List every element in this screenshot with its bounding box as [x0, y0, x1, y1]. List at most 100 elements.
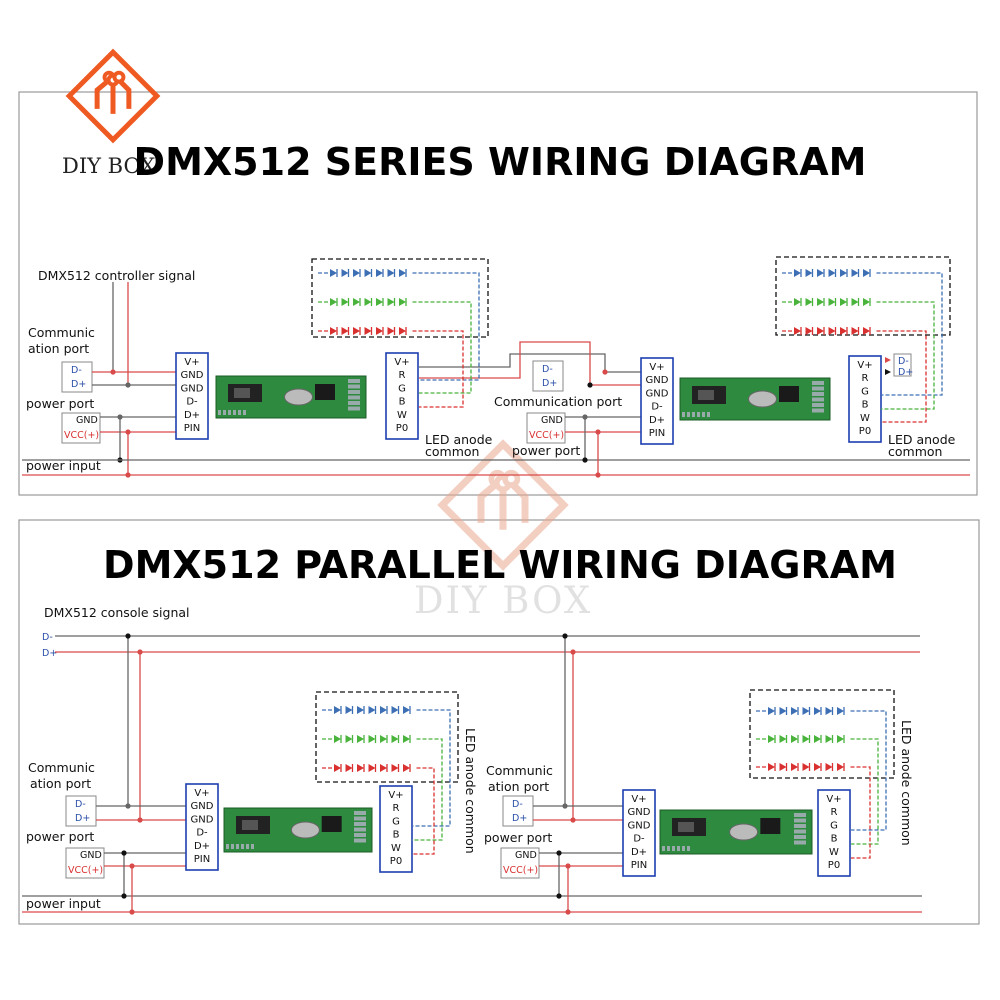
pin-label: W — [860, 413, 870, 424]
pin-label: GND — [646, 375, 669, 386]
led-return-wire — [876, 272, 943, 396]
port-gnd-text: GND — [541, 415, 563, 426]
led-diode — [387, 298, 395, 306]
series-communication-port-label: Communication port — [494, 394, 622, 409]
led-diode — [791, 735, 798, 743]
parallel-dminus-label: D- — [42, 632, 53, 643]
led-diode — [768, 735, 775, 743]
pcb-chip — [760, 818, 781, 834]
port-dminus-text: D- — [512, 799, 523, 810]
comm-port-box — [61, 361, 93, 393]
series-comm-port-label-2: ation port — [28, 341, 89, 356]
decoder-pcb — [679, 377, 831, 421]
led-diode — [863, 298, 870, 306]
led-row-green — [782, 298, 935, 410]
pcb-header-pin — [348, 390, 360, 394]
led-return-wire — [412, 272, 480, 381]
port-gnd-text: GND — [80, 850, 102, 861]
arrow-marker — [885, 357, 891, 363]
pcb-crystal — [284, 388, 313, 406]
pcb-crystal — [748, 390, 777, 408]
led-strip-frame — [311, 258, 489, 338]
pcb-chip — [321, 816, 342, 832]
series-led-strip-1 — [311, 258, 489, 408]
pcb-header-pin — [794, 840, 806, 845]
pcb-header-pin — [812, 397, 824, 402]
led-diode — [828, 327, 836, 335]
pin-label: D- — [196, 828, 208, 839]
pin-label: PIN — [631, 860, 647, 871]
pin-label: P0 — [859, 426, 871, 437]
pcb-smd — [692, 412, 695, 417]
logo-node — [502, 469, 521, 488]
pcb-header-pin — [812, 381, 824, 385]
junction-dot — [565, 909, 571, 915]
pin-label: P0 — [390, 856, 402, 867]
pin-label: GND — [646, 388, 669, 399]
port-dplus-text: D+ — [75, 813, 90, 824]
junction-dot — [602, 369, 608, 375]
led-diode — [334, 764, 341, 772]
pin-label: G — [861, 386, 869, 397]
parallel-comm-port-label-2: ation port — [30, 776, 91, 791]
led-return-wire — [412, 301, 472, 394]
led-return-wire — [412, 709, 451, 827]
pin-label: GND — [628, 820, 651, 831]
led-diode — [399, 269, 406, 277]
junction-dot — [570, 649, 576, 655]
port-dplus-text: D+ — [71, 379, 86, 390]
pin-label: P0 — [396, 423, 408, 434]
led-return-wire — [876, 330, 927, 423]
watermark: DIY BOX — [414, 439, 590, 622]
pin-label: V+ — [649, 362, 664, 373]
pin-label: D- — [186, 397, 198, 408]
pin-label: PIN — [649, 428, 665, 439]
led-return-wire — [876, 301, 935, 410]
pin-label: R — [862, 373, 869, 384]
pcb-header-pin — [794, 829, 806, 834]
parallel-led-anode-common-label-1: LED anode common — [463, 728, 478, 854]
pin-label: PIN — [184, 423, 200, 434]
led-diode — [380, 764, 387, 772]
series-panel-frame — [18, 91, 978, 496]
comm-port-box — [532, 360, 564, 392]
pcb-header-pin — [794, 824, 806, 828]
led-diode — [863, 269, 870, 277]
pin-label: B — [393, 830, 400, 841]
pcb-smd — [218, 410, 221, 415]
led-diode — [399, 327, 406, 335]
series-controller-signal-label: DMX512 controller signal — [38, 268, 195, 283]
led-diode — [364, 298, 372, 306]
pin-label: GND — [181, 370, 204, 381]
pcb-header-pin — [812, 408, 824, 413]
pin-label: B — [399, 397, 406, 408]
junction-dot — [129, 863, 135, 869]
junction-dot — [582, 414, 588, 420]
parallel-comm-port-label-2b: ation port — [488, 779, 549, 794]
junction-dot — [129, 909, 135, 915]
parallel-diagram: D-D+GNDVCC(+)V+GNDGNDD-D+PINV+RGBWP0D-D+… — [22, 633, 922, 915]
junction-dot — [587, 382, 593, 388]
led-diode — [330, 327, 337, 335]
pin-label: G — [398, 383, 406, 394]
led-diode — [330, 298, 337, 306]
led-diode — [391, 764, 399, 772]
pin-block-frame — [640, 357, 674, 445]
led-diode — [353, 269, 360, 277]
pcb-smd — [672, 846, 675, 851]
junction-dot — [556, 850, 562, 856]
junction-dot — [582, 457, 588, 463]
led-diode — [357, 706, 364, 714]
led-diode — [817, 298, 824, 306]
series-led-strip-2 — [775, 256, 951, 423]
pcb-smd — [662, 846, 665, 851]
led-strip-frame — [749, 689, 895, 779]
led-diode — [779, 707, 787, 715]
pin-label: PIN — [194, 854, 210, 865]
led-diode — [802, 735, 810, 743]
pcb-smd — [251, 844, 254, 849]
